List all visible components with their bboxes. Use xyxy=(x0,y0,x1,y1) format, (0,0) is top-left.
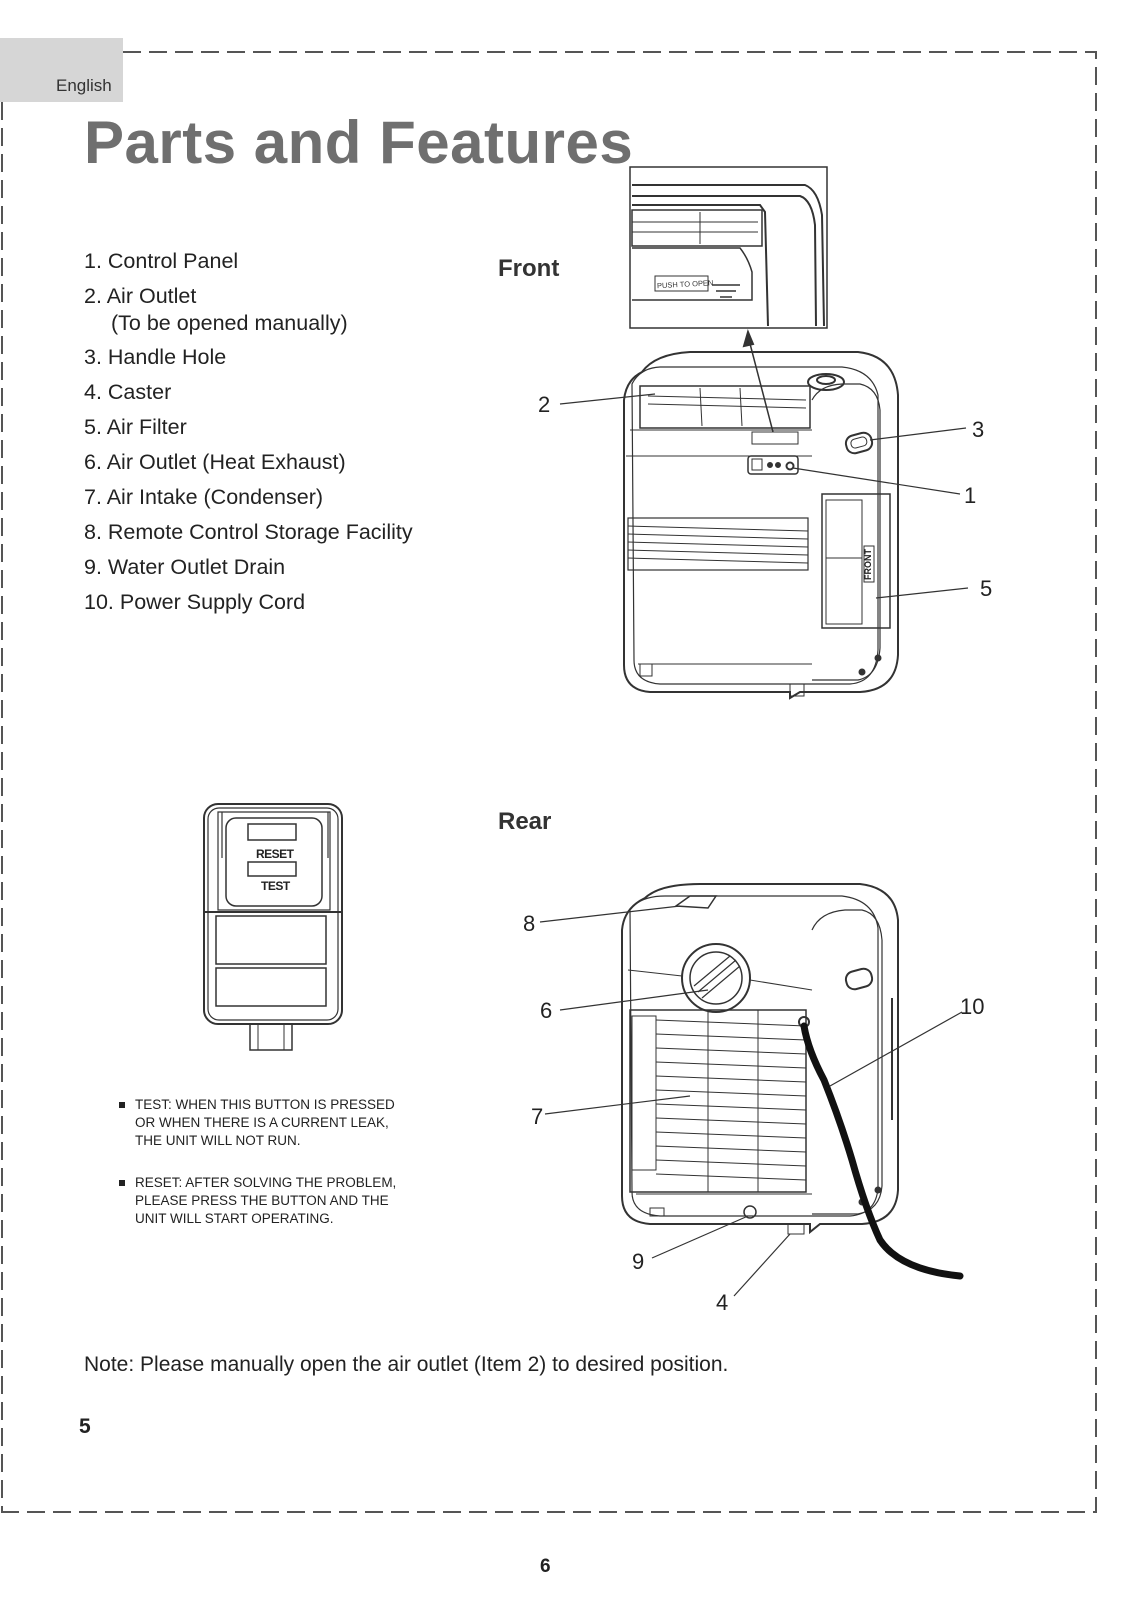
language-tab xyxy=(0,38,123,102)
part-item: 8. Remote Control Storage Facility xyxy=(84,520,413,544)
push-to-open-label: PUSH TO OPEN xyxy=(657,278,714,290)
part-item: 3. Handle Hole xyxy=(84,345,227,369)
footer-note: Note: Please manually open the air outle… xyxy=(84,1353,729,1376)
page-title: Parts and Features xyxy=(84,109,634,176)
part-item: 5. Air Filter xyxy=(84,415,187,439)
part-item: 7. Air Intake (Condenser) xyxy=(84,485,324,509)
part-item: 4. Caster xyxy=(84,380,172,404)
page-number-outer: 6 xyxy=(540,1556,551,1577)
callout-2: 2 xyxy=(538,392,551,417)
page-number-inner: 5 xyxy=(79,1415,91,1438)
parts-list: 1. Control Panel 2. Air Outlet(To be ope… xyxy=(84,244,413,620)
part-item: 9. Water Outlet Drain xyxy=(84,555,286,579)
part-item: 2. Air Outlet(To be opened manually) xyxy=(84,279,413,336)
callout-10: 10 xyxy=(960,994,985,1019)
plug-note: RESET: AFTER SOLVING THE PROBLEM, PLEASE… xyxy=(117,1174,417,1228)
test-label: TEST xyxy=(261,879,291,893)
callout-6: 6 xyxy=(540,998,553,1023)
callout-3: 3 xyxy=(972,417,985,442)
plug-notes: TEST: WHEN THIS BUTTON IS PRESSED OR WHE… xyxy=(117,1096,417,1252)
callout-1: 1 xyxy=(964,483,977,508)
part-item: 1. Control Panel xyxy=(84,249,239,273)
callout-5: 5 xyxy=(980,576,993,601)
callout-8: 8 xyxy=(523,911,536,936)
plug-note: TEST: WHEN THIS BUTTON IS PRESSED OR WHE… xyxy=(117,1096,417,1150)
callout-4: 4 xyxy=(716,1290,729,1315)
front-heading: Front xyxy=(498,255,560,282)
language-label: English xyxy=(56,76,112,95)
part-item: 6. Air Outlet (Heat Exhaust) xyxy=(84,450,346,474)
reset-label: RESET xyxy=(256,847,295,861)
part-item-note: (To be opened manually) xyxy=(111,311,348,335)
part-item: 10. Power Supply Cord xyxy=(84,590,306,614)
callout-9: 9 xyxy=(632,1249,645,1274)
filter-front-label: FRONT xyxy=(863,549,873,580)
rear-heading: Rear xyxy=(498,808,552,835)
callout-7: 7 xyxy=(531,1104,544,1129)
